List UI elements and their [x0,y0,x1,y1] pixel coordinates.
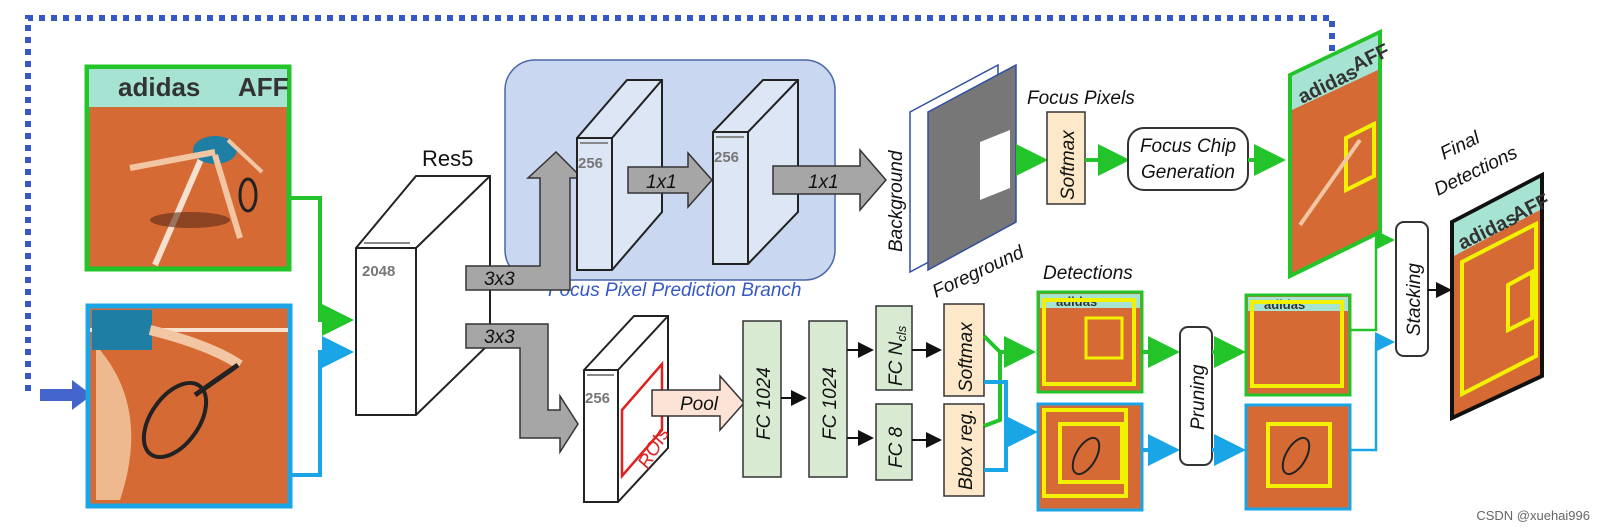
focus-softmax-box [1046,111,1086,205]
bbox-reg-box [943,403,985,497]
background-label: Background [886,149,907,252]
pruned-image-chip [1244,403,1352,511]
fc1024-label-1: FC 1024 [754,367,775,440]
aff-banner-text: AFF [238,72,289,102]
conv1x1-label-1: 1x1 [646,172,677,193]
pool-label: Pool [680,394,719,415]
fc-ncls-subscript: cls [894,325,909,341]
conv3x3-top-label: 3x3 [484,269,515,290]
arrow-det-blue [984,380,1038,448]
feedback-input-arrow [40,380,92,410]
pruned-image-full: adidas [1244,293,1352,397]
conv3x3-top-arrow [465,150,584,291]
fc-ncls-box [875,305,913,391]
detection-image-full: adidas [1036,290,1144,394]
pruning-label: Pruning [1188,364,1209,430]
focus-branch-label: Focus Pixel Prediction Branch [548,280,801,301]
arrow-chip-to-res5 [290,336,354,477]
focus-mask-output: Background Foreground [886,63,1028,303]
adidas-banner-text: adidas [118,72,200,102]
res5-label: Res5 [422,146,473,171]
block1-dim-label: 256 [578,155,603,172]
arrow-full-to-stacking [1350,230,1395,332]
arrow-bbox-blue [984,432,1008,472]
arrow-chip-to-stacking [1350,332,1395,452]
fc-ncls-label: FC Ncls [886,325,909,386]
pool-arrow [651,374,746,432]
focus-chip-line2: Generation [1141,162,1235,183]
conv3x3-bottom-label: 3x3 [484,327,515,348]
chip-output-image: adidas AFF [1288,28,1393,280]
res5-block: Res5 2048 [355,146,491,416]
fc-ncls-main: FC N [886,341,907,386]
det-softmax-box [943,303,985,397]
input-image-chip [85,303,293,509]
fc1024-label-2: FC 1024 [820,367,841,440]
arrow-bbox-green [983,352,1002,428]
feedback-loop-dashed-line [25,15,1335,395]
arrow-det-green [982,334,1036,368]
fc8-box [875,403,913,481]
fc1024-box-1 [742,320,782,478]
focus-softmax-label: Softmax [1058,129,1079,200]
res5-dim-label: 2048 [362,263,395,280]
pruning-box [1179,326,1213,466]
final-detections-image: adidas AFF [1450,171,1553,422]
pruned-full-adidas-text: adidas [1264,297,1305,312]
conv1x1-arrow-1 [627,151,714,209]
fc1024-box-2 [808,320,848,478]
roi-dim-label: 256 [585,390,610,407]
stacking-label: Stacking [1404,263,1425,336]
detections-label: Detections [1043,263,1133,284]
fc8-label: FC 8 [886,426,907,468]
focus-pixels-label: Focus Pixels [1027,88,1135,109]
bbox-reg-label: Bbox reg. [956,409,977,490]
conv1x1-label-2: 1x1 [808,172,839,193]
branch-feature-block-2: 256 [712,79,799,265]
focus-chip-line1: Focus Chip [1140,136,1236,157]
conv3x3-bottom-arrow [465,323,579,455]
arrow-full-to-res5 [290,196,354,336]
detection-image-chip [1036,402,1144,512]
conv1x1-arrow-2 [772,147,887,213]
det-softmax-label: Softmax [956,321,977,392]
input-image-full: adidas AFF [84,64,292,272]
branch-feature-block-1: 256 [576,79,663,271]
block2-dim-label: 256 [714,149,739,166]
watermark-text: CSDN @xuehai996 [1476,508,1590,523]
